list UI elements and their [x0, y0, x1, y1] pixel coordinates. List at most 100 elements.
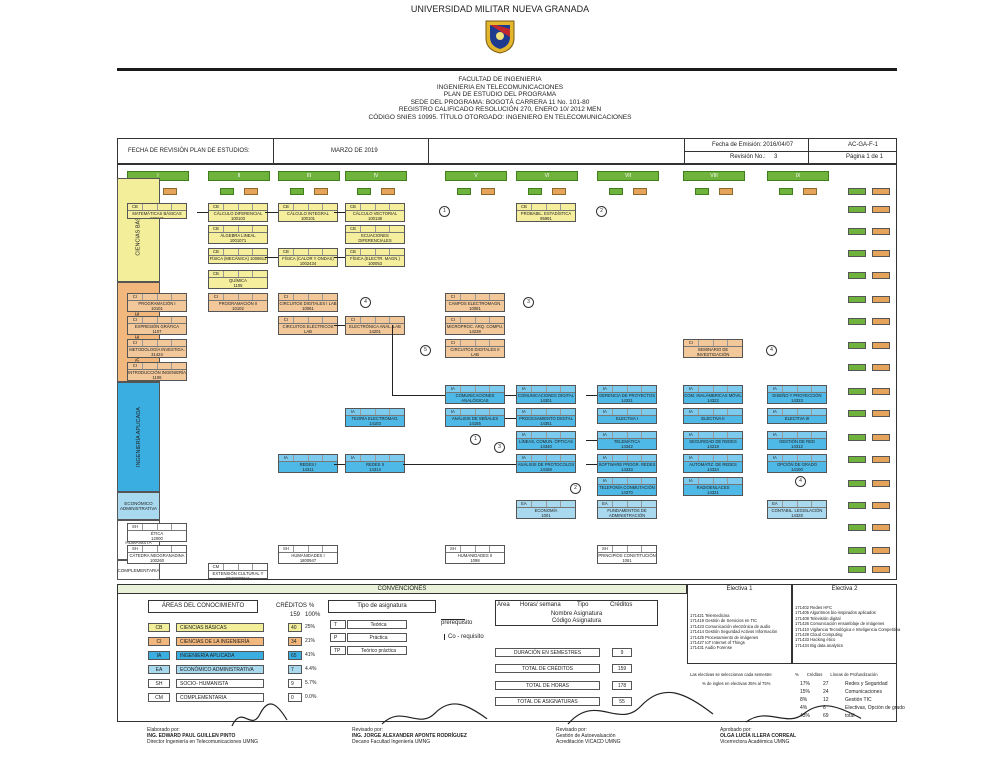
course-area-code: SH — [279, 546, 294, 552]
course-area-code: IA — [346, 409, 361, 415]
course-code: 14301 — [540, 398, 552, 403]
depth-line-pct: 17% — [800, 681, 811, 687]
emission-value: 2016/04/07 — [763, 142, 794, 148]
elective-1-item: 171425 Procesamiento de imágenes — [690, 634, 759, 640]
course-area-code: CB — [346, 204, 361, 210]
course-code: 14103 — [369, 421, 381, 426]
link-marker: 1 — [439, 206, 450, 217]
course-name: SEGURIDAD DE REDES — [689, 439, 737, 444]
course-name: ÁLGEBRA LINEAL — [220, 233, 256, 238]
depth-line-name: Gestión TIC — [845, 697, 872, 703]
depth-lines-header: % Créditos Líneas de Profundización — [795, 672, 878, 677]
row-credits-total — [848, 318, 866, 325]
pct-header: % — [309, 603, 315, 609]
course-name: PROCESAMIENTO DIGITAL — [519, 416, 573, 421]
row-credits-total — [848, 250, 866, 257]
signature-role: Elaborado por: — [147, 727, 180, 733]
semester-6-header: VI — [516, 171, 578, 181]
course-code: 1002434 — [299, 261, 317, 266]
row-credits-total — [848, 410, 866, 417]
course-name: MATEMÁTICAS BÁSICAS 102121 — [132, 211, 182, 219]
signature-role: Revisado por: — [352, 727, 383, 733]
plan-line: PLAN DE ESTUDIO DEL PROGRAMA — [443, 91, 557, 99]
handwritten-signature-icon — [381, 703, 488, 725]
course-code: 100260 — [150, 558, 164, 563]
course-name: AUTOMATIZ. DE REDES — [689, 462, 737, 467]
course-area-code: CB — [209, 249, 224, 255]
course-area-code: IA — [517, 455, 532, 461]
course-name: REDES II — [366, 462, 384, 467]
course-area-code: CI — [128, 294, 143, 300]
course-name: CAMPOS ELECTROMAGN. — [448, 301, 502, 306]
depth-line-pct: 4% — [800, 705, 808, 711]
row-hours-total — [872, 480, 890, 487]
area-name: SOCIO- HUMANISTA — [176, 679, 264, 688]
elective-2-item: 171405 Algoritmos bio-inspirados aplicad… — [795, 610, 876, 616]
elective-1-item: 171423 Comunicación electrónica de audio — [690, 623, 771, 629]
course-area-code: CI — [279, 294, 294, 300]
course-area-code: CB — [346, 249, 361, 255]
signature-entry: Acreditación VICACD UMNG — [556, 739, 620, 745]
electives-note-2: % de ingles en electivas 35% al 75% — [702, 681, 771, 686]
course-name: COMUNICACIONES DIGITAL — [518, 393, 574, 398]
course-name: OPCIÓN DE GRADO — [776, 462, 818, 467]
course-name: HUMANIDADES I — [291, 553, 325, 558]
course-area-code: IA — [684, 478, 699, 484]
